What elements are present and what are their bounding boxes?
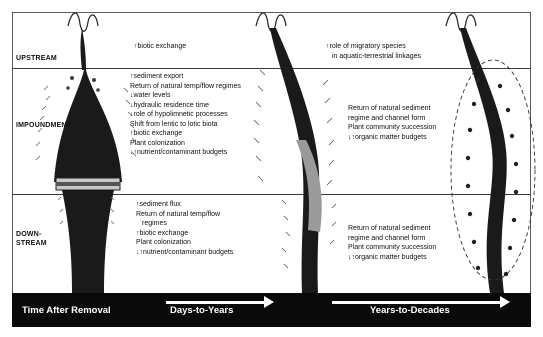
col1-upstream-annotations: ↑biotic exchange (134, 42, 186, 52)
annotation-line: ↑biotic exchange (136, 229, 233, 239)
zone-label-downstream-line1: DOWN- (16, 230, 47, 239)
col2-impoundment-annotations: Return of natural sediment regime and ch… (348, 104, 436, 142)
zone-label-downstream: DOWN- STREAM (16, 230, 47, 248)
days-to-years-arrow-head-icon (264, 296, 274, 308)
zone-label-impoundment: IMPOUNDMENT (16, 121, 71, 130)
annotation-line: ↓↑nutrient/contaminant budgets (130, 148, 241, 158)
annotation-line: regimes (136, 219, 233, 229)
time-axis-bar: Time After Removal Days-to-Years Years-t… (12, 293, 531, 327)
annotation-line: Return of natural temp/flow (136, 210, 233, 220)
annotation-line: ↓role of hypolimnetic processes (130, 110, 241, 120)
col1-impoundment-annotations: ↑sediment export Return of natural temp/… (130, 72, 241, 158)
time-after-removal-label: Time After Removal (22, 305, 111, 316)
annotation-line: ↓↑organic matter budgets (348, 253, 436, 263)
annotation-line: Return of natural temp/flow regimes (130, 82, 241, 92)
annotation-line: Plant colonization (130, 139, 241, 149)
annotation-line: Plant community succession (348, 243, 436, 253)
annotation-line: Shift from lentic to lotic biota (130, 120, 241, 130)
zone-label-downstream-line2: STREAM (16, 239, 47, 248)
annotation-line: ↑role of migratory species (326, 42, 421, 52)
days-to-years-arrow-line (166, 301, 266, 304)
long-term-recovery-stage (446, 13, 535, 293)
days-to-years-label: Days-to-Years (170, 305, 233, 316)
annotation-line: Plant colonization (136, 238, 233, 248)
years-to-decades-arrow-head-icon (500, 296, 510, 308)
annotation-line: Plant community succession (348, 123, 436, 133)
zone-label-upstream: UPSTREAM (16, 54, 57, 63)
annotation-line: Return of natural sediment (348, 104, 436, 114)
early-recovery-stage (254, 13, 336, 293)
years-to-decades-arrow-line (332, 301, 502, 304)
col2-downstream-annotations: Return of natural sediment regime and ch… (348, 224, 436, 262)
annotation-line: ↑biotic exchange (130, 129, 241, 139)
annotation-line: Return of natural sediment (348, 224, 436, 234)
annotation-line: regime and channel form (348, 234, 436, 244)
annotation-line: regime and channel form (348, 114, 436, 124)
annotation-line: ↑sediment export (130, 72, 241, 82)
annotation-line: ↑biotic exchange (134, 42, 186, 52)
col1-downstream-annotations: ↑sediment flux Return of natural temp/fl… (136, 200, 233, 257)
annotation-line: ↓water levels (130, 91, 241, 101)
annotation-line: ↓hydraulic residence time (130, 101, 241, 111)
annotation-line: ↓↑nutrient/contaminant budgets (136, 248, 233, 258)
annotation-line: ↑sediment flux (136, 200, 233, 210)
annotation-line: in aquatic-terrestrial linkages (326, 52, 421, 62)
years-to-decades-label: Years-to-Decades (370, 305, 450, 316)
col2-upstream-annotations: ↑role of migratory species in aquatic-te… (326, 42, 421, 61)
annotation-line: ↓↑organic matter budgets (348, 133, 436, 143)
